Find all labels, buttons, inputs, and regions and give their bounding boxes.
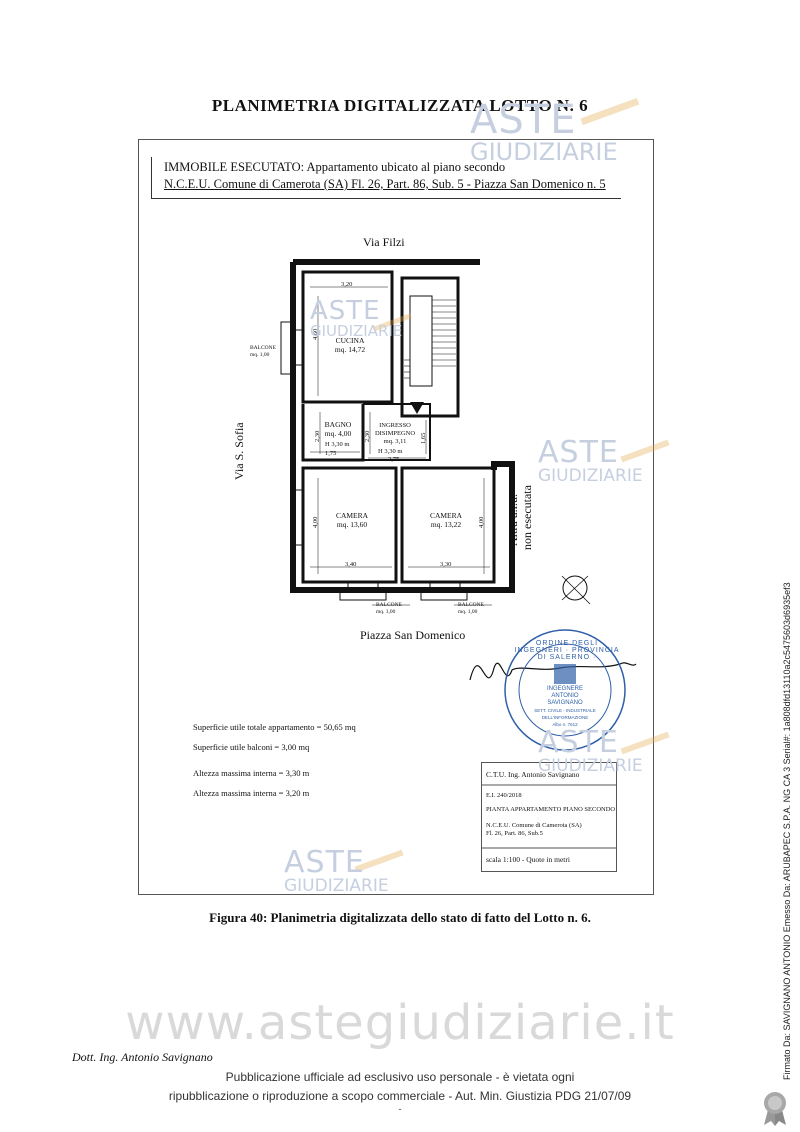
title-block-ctu: C.T.U. Ing. Antonio Savignano [486, 770, 580, 779]
stamp-text: INGEGNERE ANTONIO SAVIGNANO SETT. CIVILE… [525, 686, 605, 728]
outer-wall [290, 262, 515, 593]
street-top: Via Filzi [363, 235, 405, 249]
ingresso-name-2: DISIMPEGNO [374, 430, 416, 437]
dim-bagno-w: 1,75 [325, 450, 337, 457]
ingresso-name-1: INGRESSO [379, 422, 411, 429]
balcone-bottom1-label: BALCONE mq. 1,00 [376, 602, 402, 616]
stair-inner [409, 295, 433, 387]
header-line-1: IMMOBILE ESECUTATO: Appartamento ubicato… [164, 160, 506, 174]
aste-watermark-2: ASTE GIUDIZIARIE [310, 298, 402, 339]
title-block-ncu: N.C.E.U. Comune di Camerota (SA) [486, 822, 582, 829]
publication-notice-1: Pubblicazione ufficiale ad esclusivo uso… [225, 1070, 575, 1084]
aste-watermark-3: ASTE GIUDIZIARIE [538, 438, 643, 485]
summary-altezza-2: Altezza massima interna = 3,20 m [193, 788, 310, 798]
stamp-line-1: INGEGNERE [546, 686, 583, 692]
aste-watermark-4: ASTE GIUDIZIARIE [538, 728, 643, 775]
page-mark: - [398, 1104, 402, 1114]
camera2-label: CAMERA mq. 13,22 [416, 511, 476, 529]
page-title: PLANIMETRIA DIGITALIZZATA LOTTO N. 6 [211, 96, 589, 115]
giudiziarie-word-1: GIUDIZIARIE [470, 138, 618, 166]
title-block-scala: scala 1:100 - Quote in metri [486, 855, 570, 864]
stamp-line-3: SAVIGNANO [547, 700, 583, 706]
aste-word-2: ASTE [310, 296, 381, 326]
street-bottom: Piazza San Domenico [360, 628, 466, 642]
camera2-area: mq. 13,22 [430, 520, 462, 529]
stamp-line-4: SETT. CIVILE - INDUSTRIALE [534, 708, 596, 713]
drawing-frame [138, 139, 654, 895]
top-wall-left [301, 270, 394, 404]
summary-sup-balconi: Superficie utile balconi = 3,00 mq [193, 742, 310, 752]
seal-icon [764, 1092, 786, 1126]
digital-signature-text: Firmato Da: SAVIGNANO ANTONIO Emesso Da:… [782, 582, 792, 1080]
stamp-line-5: DELL'INFORMAZIONE [541, 715, 589, 720]
header-line-2: N.C.E.U. Comune di Camerota (SA) Fl. 26,… [164, 177, 606, 191]
balcone-bottom2-label: BALCONE mq. 1,00 [458, 602, 484, 616]
balcone-bottom1-area: mq. 1,00 [376, 609, 396, 615]
ingresso-height: H 3,30 m [378, 448, 403, 455]
cucina-label: CUCINA mq. 14,72 [320, 336, 380, 354]
ingresso-wall [363, 403, 431, 461]
aste-word-1: ASTE [470, 97, 577, 143]
giudiziarie-word-3: GIUDIZIARIE [538, 466, 643, 486]
camera2-walls [400, 466, 496, 584]
title-block-ei: E.I. 240/2018 [486, 792, 522, 799]
title-block-pianta: PIANTA APPARTAMENTO PIANO SECONDO [486, 806, 616, 813]
dim-ingresso-w: 2,75 [388, 456, 400, 463]
balcone-bottom2-area: mq. 1,00 [458, 609, 478, 615]
camera1-label: CAMERA mq. 13,60 [322, 511, 382, 529]
gavel-watermarks [354, 97, 670, 873]
figure-caption: Figura 40: Planimetria digitalizzata del… [209, 910, 591, 925]
ingresso-label: INGRESSO DISIMPEGNO mq. 3,11 [370, 422, 420, 446]
stamp-line-6: Albo n. 7612 [552, 722, 578, 727]
balcone-bottom2-shape [420, 589, 468, 601]
camera1-area: mq. 13,60 [336, 520, 368, 529]
camera-walls [301, 466, 398, 584]
camera2-name: CAMERA [429, 511, 463, 520]
balcone-left-name: BALCONE [250, 345, 276, 351]
aste-watermark-1: ASTE GIUDIZIARIE [470, 100, 618, 164]
aste-word-4: ASTE [538, 725, 619, 760]
balcone-bottom2-name: BALCONE [458, 602, 484, 608]
cucina-name: CUCINA [335, 336, 365, 345]
summary-sup-totale: Superficie utile totale appartamento = 5… [193, 722, 356, 732]
balcone-left-label: BALCONE mq. 1,00 [250, 345, 276, 359]
camera1-name: CAMERA [335, 511, 369, 520]
aste-word-3: ASTE [538, 435, 619, 470]
giudiziarie-word-2: GIUDIZIARIE [310, 322, 403, 340]
balcone-left-area: mq. 1,00 [250, 352, 270, 358]
stamp-ring-text: ORDINE DEGLI INGEGNERI · PROVINCIA DI SA… [514, 640, 620, 661]
header-box [151, 157, 621, 199]
cucina-area: mq. 14,72 [334, 345, 366, 354]
balcone-bottom1-name: BALCONE [376, 602, 402, 608]
summary-altezza-1: Altezza massima interna = 3,30 m [193, 768, 310, 778]
giudiziarie-word-4: GIUDIZIARIE [538, 756, 643, 776]
title-block [481, 762, 617, 872]
aste-word-5: ASTE [284, 845, 365, 880]
author-name: Dott. Ing. Antonio Savignano [72, 1050, 213, 1064]
dim-cucina-w: 3,20 [341, 281, 353, 288]
balcone-bottom1-shape [339, 589, 387, 601]
dim-camera2-w: 3,30 [440, 561, 452, 568]
url-watermark: www.astegiudiziarie.it [125, 995, 675, 1051]
stamp-line-2: ANTONIO [551, 693, 579, 699]
signature [469, 662, 637, 681]
balcone-left-shape [280, 321, 294, 375]
bagno-height: H 3,30 m [325, 441, 350, 448]
ingresso-area: mq. 3,11 [383, 438, 407, 445]
bagno-name: BAGNO [324, 420, 352, 429]
engineer-stamp [504, 629, 626, 751]
publication-notice-2: ripubblicazione o riproduzione a scopo c… [168, 1089, 632, 1103]
bagno-area: mq. 4,00 [324, 429, 352, 438]
dim-camera1-w: 3,40 [345, 561, 357, 568]
compass [562, 575, 588, 601]
aste-watermark-5: ASTE GIUDIZIARIE [284, 848, 389, 895]
giudiziarie-word-5: GIUDIZIARIE [284, 876, 389, 896]
title-block-fl: Fl. 26, Part. 86, Sub.5 [486, 830, 543, 837]
bagno-label: BAGNO mq. 4,00 [318, 420, 358, 438]
bagno-wall [301, 404, 365, 462]
